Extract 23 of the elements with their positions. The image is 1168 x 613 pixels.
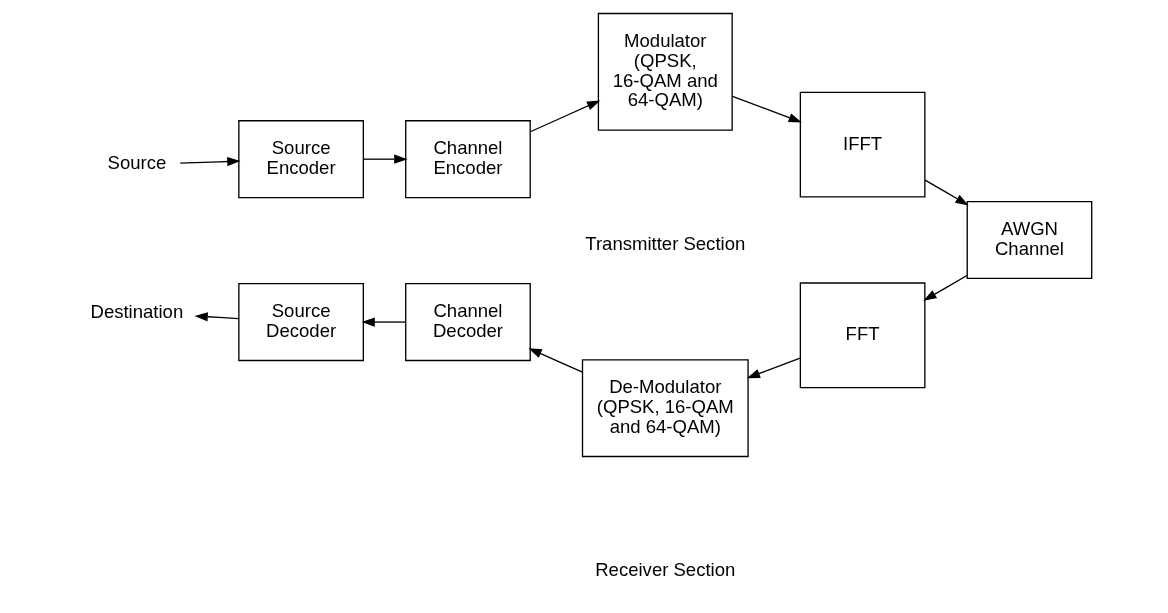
node-box: Channel Encoder: [404, 120, 531, 199]
node-text: Source: [107, 152, 166, 174]
node-box: IFFT: [799, 91, 925, 198]
arrow: [923, 179, 969, 206]
arrow: [922, 274, 968, 301]
arrow: [528, 348, 583, 373]
arrow: [362, 154, 407, 164]
node-box: FFT: [799, 282, 925, 389]
node-box: De-Modulator (QPSK, 16-QAM and 64-QAM): [581, 359, 749, 458]
node-box: Source Encoder: [237, 120, 364, 199]
arrow: [731, 95, 802, 123]
node-box: Modulator (QPSK, 16-QAM and 64-QAM): [597, 12, 733, 131]
arrow: [194, 312, 239, 322]
node-box: Source Decoder: [237, 283, 364, 362]
label: Receiver Section: [594, 558, 735, 580]
arrow: [746, 357, 801, 379]
node-box: Channel Decoder: [404, 283, 531, 362]
label: Transmitter Section: [584, 233, 745, 255]
arrow: [179, 156, 240, 167]
node-box: AWGN Channel: [966, 200, 1092, 280]
node-text: Destination: [90, 300, 183, 322]
arrow: [361, 317, 406, 327]
arrow: [529, 100, 600, 133]
